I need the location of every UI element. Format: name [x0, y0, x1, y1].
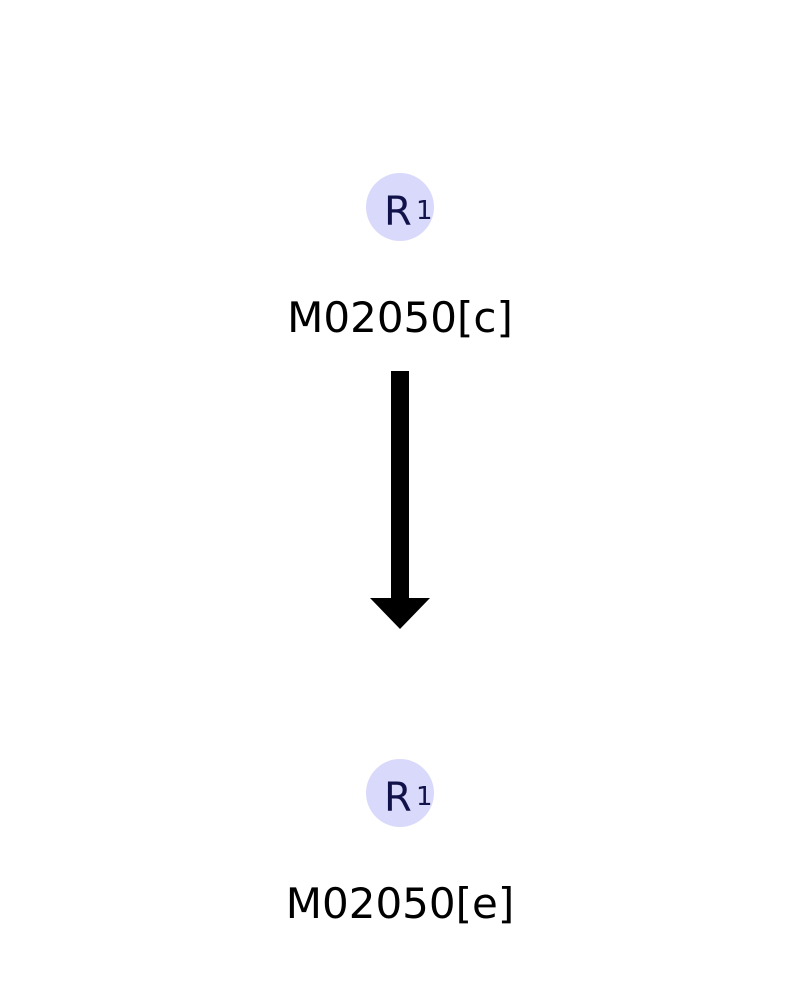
arrow-head: [370, 598, 430, 629]
reactant-glyph-circle: [366, 173, 434, 241]
product-glyph-index: 1: [416, 782, 433, 812]
product-label: M02050[e]: [286, 879, 514, 928]
product-glyph-circle: [366, 759, 434, 827]
product-node: R 1: [366, 759, 434, 827]
product-glyph-symbol: R: [384, 775, 412, 821]
reaction-arrow: [370, 371, 430, 629]
arrow-shaft: [391, 371, 409, 601]
reactant-glyph-symbol: R: [384, 189, 412, 235]
reactant-node: R 1: [366, 173, 434, 241]
reactant-label: M02050[c]: [287, 293, 513, 342]
reactant-glyph-index: 1: [416, 196, 433, 226]
